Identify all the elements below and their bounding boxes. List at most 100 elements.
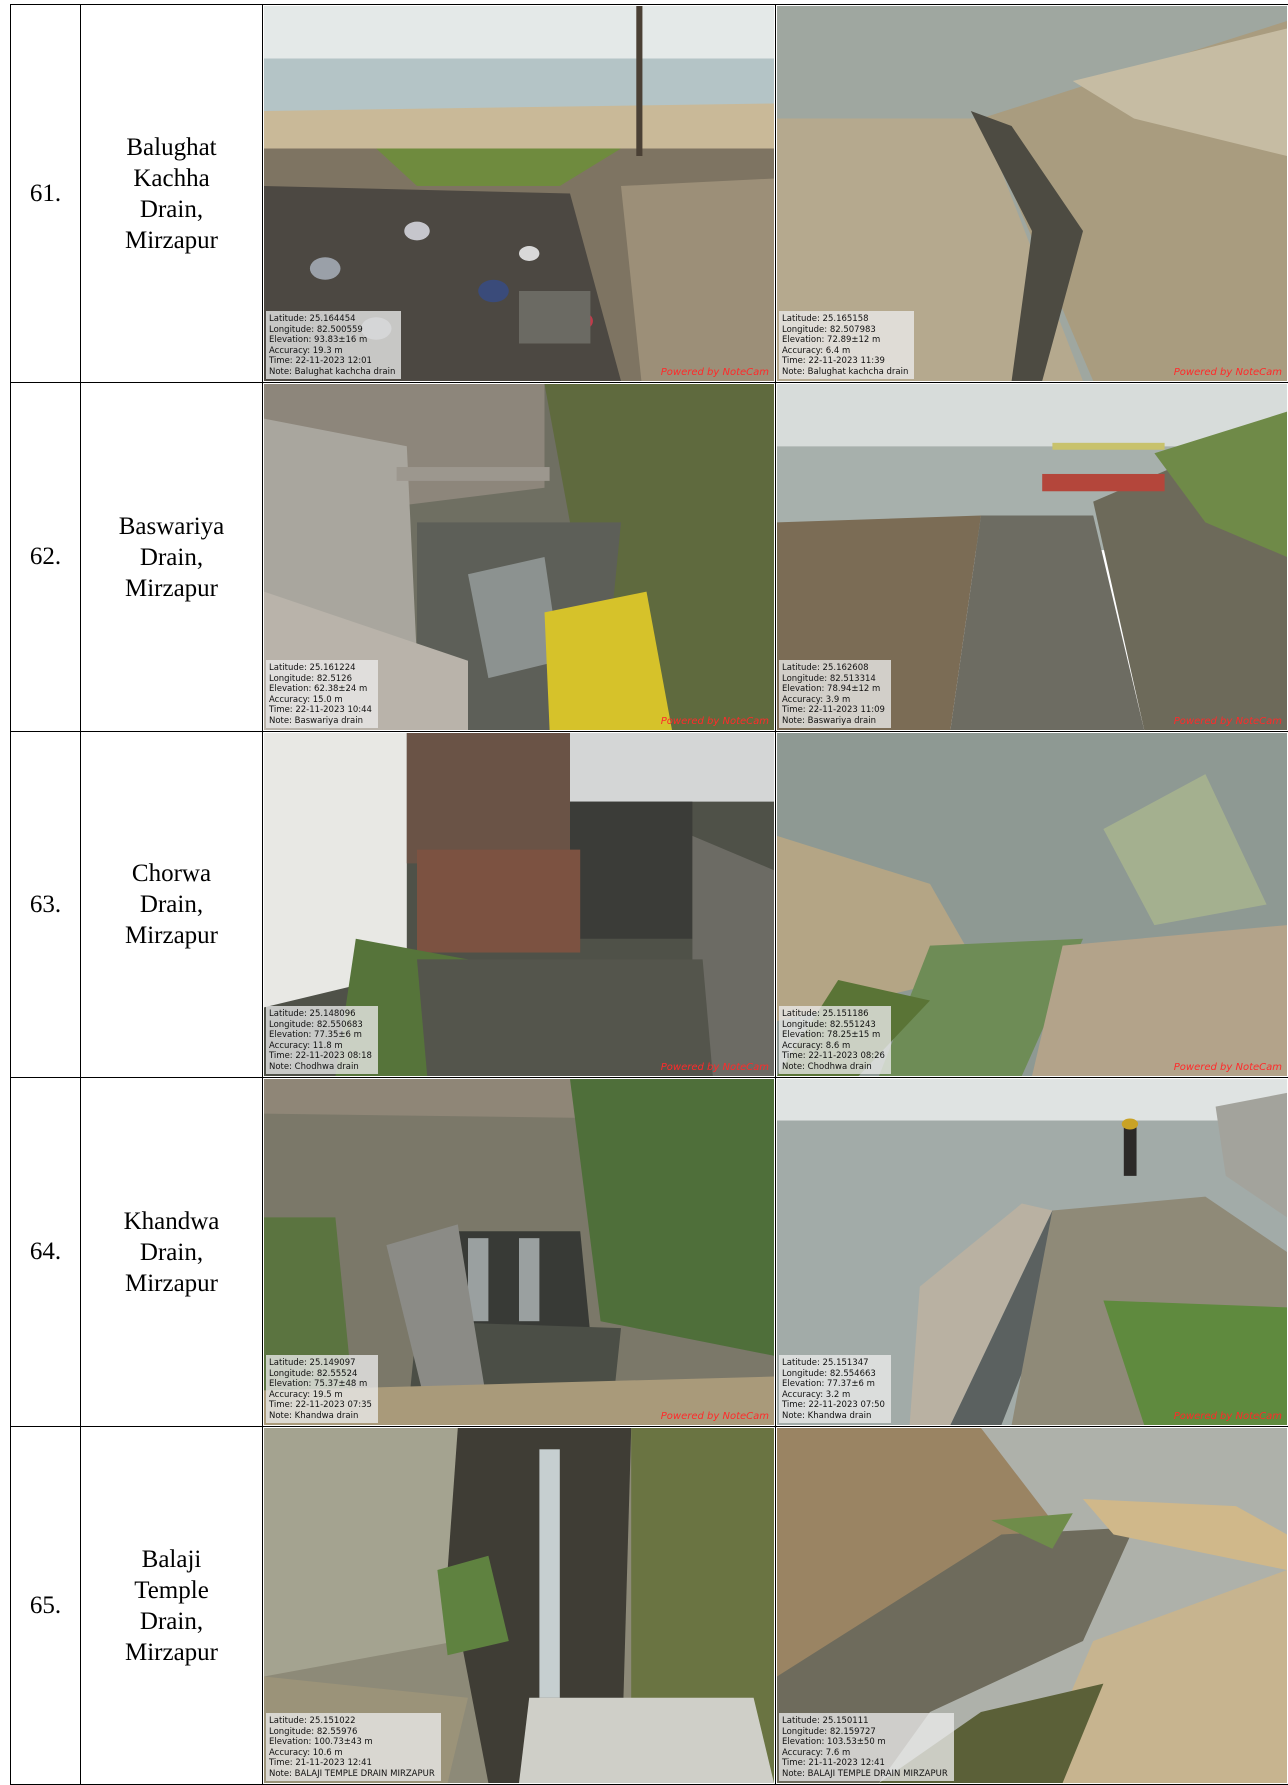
drain-photo-cell: Latitude: 25.151186 Longitude: 82.551243… — [776, 732, 1288, 1078]
stamp-longitude: Longitude: 82.507983 — [782, 325, 908, 336]
drain-photo-cell: Latitude: 25.151022 Longitude: 82.55976 … — [263, 1427, 776, 1785]
drain-name-line: Mirzapur — [81, 225, 262, 256]
stamp-time: Time: 21-11-2023 12:41 — [782, 1758, 948, 1769]
stamp-note: Note: BALAJI TEMPLE DRAIN MIRZAPUR — [269, 1769, 435, 1780]
stamp-longitude: Longitude: 82.551243 — [782, 1020, 885, 1031]
stamp-accuracy: Accuracy: 3.2 m — [782, 1390, 885, 1401]
drain-name: Balughat Kachha Drain, Mirzapur — [81, 5, 263, 383]
drain-name-line: Mirzapur — [81, 1268, 262, 1299]
geotag-stamp: Latitude: 25.148096 Longitude: 82.550683… — [266, 1006, 378, 1074]
stamp-accuracy: Accuracy: 19.3 m — [269, 346, 395, 357]
geotag-stamp: Latitude: 25.150111 Longitude: 82.159727… — [779, 1713, 954, 1781]
serial-number: 65. — [11, 1427, 81, 1785]
stamp-time: Time: 22-11-2023 11:09 — [782, 705, 885, 716]
serial-number: 62. — [11, 383, 81, 732]
stamp-time: Time: 22-11-2023 10:44 — [269, 705, 372, 716]
drain-name-line: Drain, — [81, 194, 262, 225]
stamp-note: Note: Khandwa drain — [269, 1411, 372, 1422]
stamp-time: Time: 22-11-2023 11:39 — [782, 356, 908, 367]
stamp-accuracy: Accuracy: 19.5 m — [269, 1390, 372, 1401]
stamp-time: Time: 21-11-2023 12:41 — [269, 1758, 435, 1769]
geotag-stamp: Latitude: 25.162608 Longitude: 82.513314… — [779, 660, 891, 728]
geotag-stamp: Latitude: 25.151022 Longitude: 82.55976 … — [266, 1713, 441, 1781]
drain-name-line: Drain, — [81, 1606, 262, 1637]
stamp-accuracy: Accuracy: 10.6 m — [269, 1748, 435, 1759]
drain-name-line: Balughat — [81, 132, 262, 163]
drain-name-line: Balaji — [81, 1544, 262, 1575]
drain-name: Balaji Temple Drain, Mirzapur — [81, 1427, 263, 1785]
notecam-watermark: Powered by NoteCam — [661, 1062, 769, 1073]
drain-name-line: Chorwa — [81, 858, 262, 889]
stamp-elevation: Elevation: 77.35±6 m — [269, 1030, 372, 1041]
stamp-elevation: Elevation: 78.94±12 m — [782, 684, 885, 695]
drain-name-line: Kachha — [81, 163, 262, 194]
geotag-stamp: Latitude: 25.149097 Longitude: 82.55524 … — [266, 1355, 378, 1423]
stamp-elevation: Elevation: 103.53±50 m — [782, 1737, 948, 1748]
drain-name-line: Mirzapur — [81, 920, 262, 951]
stamp-note: Note: Chodhwa drain — [269, 1062, 372, 1073]
stamp-note: Note: BALAJI TEMPLE DRAIN MIRZAPUR — [782, 1769, 948, 1780]
stamp-time: Time: 22-11-2023 07:35 — [269, 1400, 372, 1411]
stamp-note: Note: Baswariya drain — [269, 716, 372, 727]
stamp-accuracy: Accuracy: 15.0 m — [269, 695, 372, 706]
stamp-longitude: Longitude: 82.159727 — [782, 1727, 948, 1738]
stamp-time: Time: 22-11-2023 08:26 — [782, 1051, 885, 1062]
stamp-latitude: Latitude: 25.161224 — [269, 663, 372, 674]
stamp-elevation: Elevation: 75.37±48 m — [269, 1379, 372, 1390]
drain-name-line: Drain, — [81, 542, 262, 573]
stamp-latitude: Latitude: 25.151022 — [269, 1716, 435, 1727]
drain-name-line: Khandwa — [81, 1206, 262, 1237]
notecam-watermark: Powered by NoteCam — [661, 1411, 769, 1422]
serial-number: 61. — [11, 5, 81, 383]
drain-name: Baswariya Drain, Mirzapur — [81, 383, 263, 732]
drain-name-line: Mirzapur — [81, 1637, 262, 1668]
stamp-elevation: Elevation: 77.37±6 m — [782, 1379, 885, 1390]
notecam-watermark: Powered by NoteCam — [661, 367, 769, 378]
serial-number: 64. — [11, 1078, 81, 1427]
drain-photo-cell: Latitude: 25.151347 Longitude: 82.554663… — [776, 1078, 1288, 1427]
table-row: 64. Khandwa Drain, Mirzapur — [11, 1078, 1288, 1427]
drain-photo-cell: Latitude: 25.148096 Longitude: 82.550683… — [263, 732, 776, 1078]
stamp-time: Time: 22-11-2023 07:50 — [782, 1400, 885, 1411]
drain-photo-cell: Latitude: 25.162608 Longitude: 82.513314… — [776, 383, 1288, 732]
stamp-accuracy: Accuracy: 7.6 m — [782, 1748, 948, 1759]
stamp-accuracy: Accuracy: 3.9 m — [782, 695, 885, 706]
drain-name-line: Mirzapur — [81, 573, 262, 604]
notecam-watermark: Powered by NoteCam — [1174, 1411, 1282, 1422]
table-row: 61. Balughat Kachha Drain, Mirzapur — [11, 5, 1288, 383]
geotag-stamp: Latitude: 25.151186 Longitude: 82.551243… — [779, 1006, 891, 1074]
drain-name-line: Temple — [81, 1575, 262, 1606]
stamp-longitude: Longitude: 82.55524 — [269, 1369, 372, 1380]
stamp-note: Note: Baswariya drain — [782, 716, 885, 727]
stamp-accuracy: Accuracy: 6.4 m — [782, 346, 908, 357]
drain-name-line: Baswariya — [81, 511, 262, 542]
stamp-latitude: Latitude: 25.162608 — [782, 663, 885, 674]
drain-name: Chorwa Drain, Mirzapur — [81, 732, 263, 1078]
stamp-time: Time: 22-11-2023 08:18 — [269, 1051, 372, 1062]
stamp-elevation: Elevation: 100.73±43 m — [269, 1737, 435, 1748]
drain-name: Khandwa Drain, Mirzapur — [81, 1078, 263, 1427]
table-row: 63. Chorwa Drain, Mirzapur — [11, 732, 1288, 1078]
stamp-time: Time: 22-11-2023 12:01 — [269, 356, 395, 367]
drain-photo-cell: Latitude: 25.161224 Longitude: 82.5126 E… — [263, 383, 776, 732]
stamp-elevation: Elevation: 93.83±16 m — [269, 335, 395, 346]
stamp-longitude: Longitude: 82.5126 — [269, 674, 372, 685]
drain-photo-cell: Latitude: 25.149097 Longitude: 82.55524 … — [263, 1078, 776, 1427]
notecam-watermark: Powered by NoteCam — [1174, 1062, 1282, 1073]
stamp-note: Note: Balughat kachcha drain — [269, 367, 395, 378]
stamp-accuracy: Accuracy: 8.6 m — [782, 1041, 885, 1052]
stamp-longitude: Longitude: 82.500559 — [269, 325, 395, 336]
stamp-note: Note: Chodhwa drain — [782, 1062, 885, 1073]
geotag-stamp: Latitude: 25.164454 Longitude: 82.500559… — [266, 311, 401, 379]
serial-number: 63. — [11, 732, 81, 1078]
stamp-latitude: Latitude: 25.165158 — [782, 314, 908, 325]
stamp-note: Note: Khandwa drain — [782, 1411, 885, 1422]
drain-photo-cell: Latitude: 25.150111 Longitude: 82.159727… — [776, 1427, 1288, 1785]
stamp-latitude: Latitude: 25.149097 — [269, 1358, 372, 1369]
stamp-latitude: Latitude: 25.150111 — [782, 1716, 948, 1727]
stamp-accuracy: Accuracy: 11.8 m — [269, 1041, 372, 1052]
stamp-latitude: Latitude: 25.164454 — [269, 314, 395, 325]
drain-photo-cell: Latitude: 25.164454 Longitude: 82.500559… — [263, 5, 776, 383]
stamp-latitude: Latitude: 25.151186 — [782, 1009, 885, 1020]
